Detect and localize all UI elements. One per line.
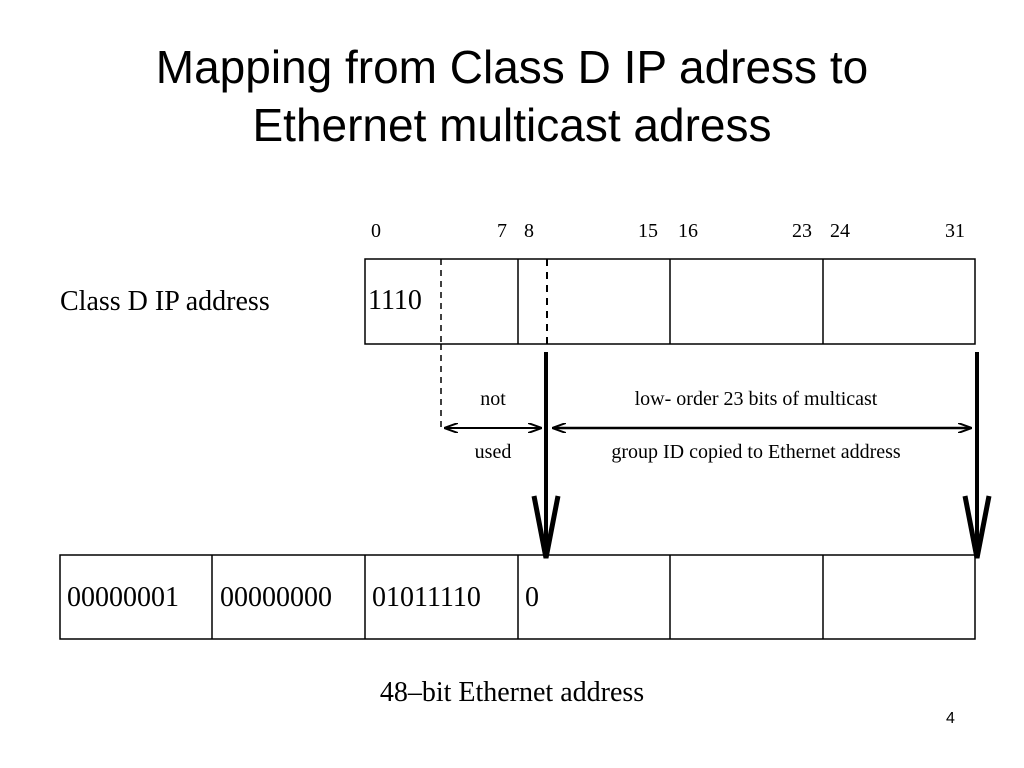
slide-title-line-2: Ethernet multicast adress	[252, 99, 772, 151]
copied-bits-label-bottom: group ID copied to Ethernet address	[611, 441, 901, 463]
bit-label-8: 8	[524, 220, 534, 242]
ethernet-bit-24: 0	[525, 582, 539, 613]
ethernet-byte-1: 00000001	[67, 582, 179, 613]
bit31-mapping-arrowhead	[962, 495, 992, 559]
ip-address-label: Class D IP address	[60, 286, 270, 317]
ip-address-box	[364, 258, 976, 345]
bit-label-15: 15	[638, 220, 658, 242]
ethernet-byte-2: 00000000	[220, 582, 332, 613]
bit-label-0: 0	[371, 220, 381, 242]
slide-title-line-1: Mapping from Class D IP adress to	[155, 41, 869, 93]
ethernet-address-label: 48–bit Ethernet address	[380, 677, 644, 708]
ethernet-address-box	[59, 554, 976, 640]
bit-label-24: 24	[830, 220, 850, 242]
ip-prefix-bits: 1110	[368, 285, 422, 316]
bit-label-31: 31	[945, 220, 965, 242]
page-number: 4	[946, 710, 955, 727]
copied-bits-label-top: low- order 23 bits of multicast	[635, 388, 878, 410]
slide-title: Mapping from Class D IP adress to Ethern…	[0, 38, 1024, 154]
not-used-label-bottom: used	[475, 441, 512, 463]
not-used-label-top: not	[480, 388, 506, 410]
bit8-mapping-arrowhead	[531, 495, 561, 559]
bit-label-16: 16	[678, 220, 698, 242]
ethernet-byte-3: 01011110	[372, 582, 481, 613]
bit-label-7: 7	[497, 220, 507, 242]
bit-label-23: 23	[792, 220, 812, 242]
